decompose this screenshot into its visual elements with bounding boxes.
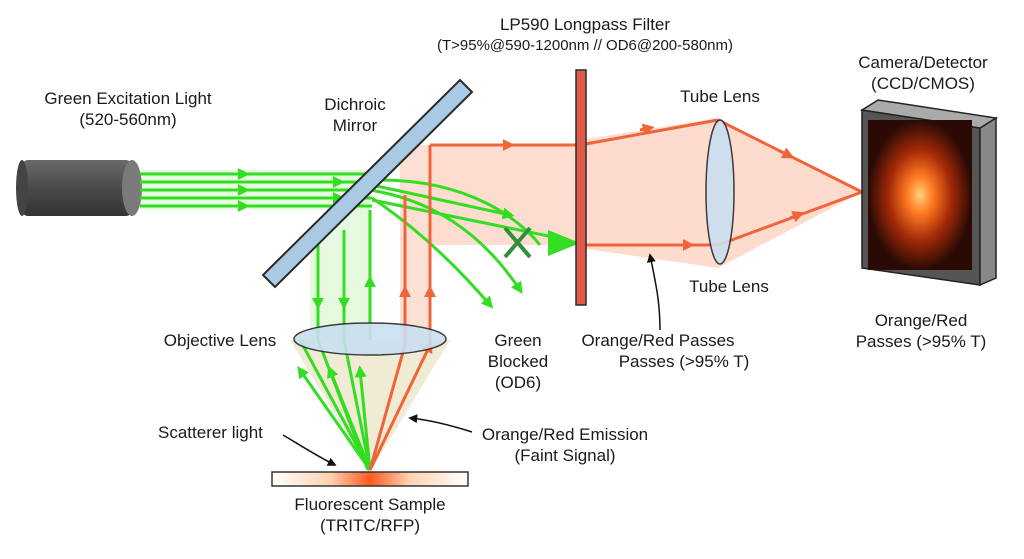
tube-lens-top-label: Tube Lens [680, 87, 760, 106]
objective-lens [293, 322, 447, 356]
green-blocked-line1: Green [494, 331, 542, 350]
sample-label: Fluorescent Sample (TRITC/RFP) [270, 494, 470, 536]
green-reflected-rays [312, 178, 580, 340]
emission-label: Orange/Red Emission (Faint Signal) [470, 424, 660, 466]
tube-lens [705, 119, 735, 265]
camera-label: Camera/Detector (CCD/CMOS) [838, 52, 1008, 94]
emission-label-line2: (Faint Signal) [514, 446, 616, 465]
longpass-filter [575, 69, 587, 306]
orange-emission-rays [368, 118, 863, 471]
fluorescent-sample [271, 471, 469, 487]
green-blocked-label: Green Blocked (OD6) [478, 330, 558, 393]
dichroic-mirror [261, 78, 474, 289]
excitation-label-line1: Green Excitation Light [44, 89, 212, 108]
camera-detector-icon [859, 99, 999, 287]
sample-label-line1: Fluorescent Sample [294, 495, 446, 514]
callout-arrows [282, 253, 661, 466]
scatterer-label: Scatterer light [158, 423, 263, 442]
excitation-label: Green Excitation Light (520-560nm) [18, 88, 238, 130]
orange-passes-right-label: Orange/Red Passes (>95% T) [846, 310, 996, 352]
sample-label-line2: (TRITC/RFP) [319, 516, 421, 535]
green-blocked-line3: (OD6) [494, 373, 542, 392]
tube-lens-bottom-label: Tube Lens [689, 277, 769, 296]
green-blocked-line2: Blocked [487, 352, 549, 371]
filter-label: LP590 Longpass Filter (T>95%@590-1200nm … [395, 14, 775, 56]
dichroic-label: Dichroic Mirror [300, 94, 410, 136]
excitation-rays [140, 168, 372, 212]
light-source-icon [16, 160, 142, 216]
orange-passes-mid-label: Orange/Red Passes Passes (>95% T) [558, 330, 758, 372]
camera-label-line1: Camera/Detector [858, 53, 988, 72]
excitation-label-line2: (520-560nm) [79, 110, 177, 129]
orange-passes-right-line1: Orange/Red [874, 311, 968, 330]
orange-passes-mid-line1: Orange/Red Passes [581, 331, 735, 350]
emission-label-line1: Orange/Red Emission [481, 425, 649, 444]
orange-passes-mid-line2: Passes (>95% T) [618, 352, 750, 371]
camera-label-line2: (CCD/CMOS) [871, 74, 975, 93]
dichroic-label-line1: Dichroic [324, 95, 386, 114]
filter-label-line1: LP590 Longpass Filter [499, 15, 671, 34]
objective-lens-label: Objective Lens [163, 331, 277, 350]
filter-label-line2: (T>95%@590-1200nm // OD6@200-580nm) [436, 37, 733, 54]
dichroic-label-line2: Mirror [332, 116, 378, 135]
x-cross-icon [503, 226, 532, 259]
green-sample-rays [297, 339, 372, 471]
orange-passes-right-line2: Passes (>95% T) [855, 332, 987, 351]
